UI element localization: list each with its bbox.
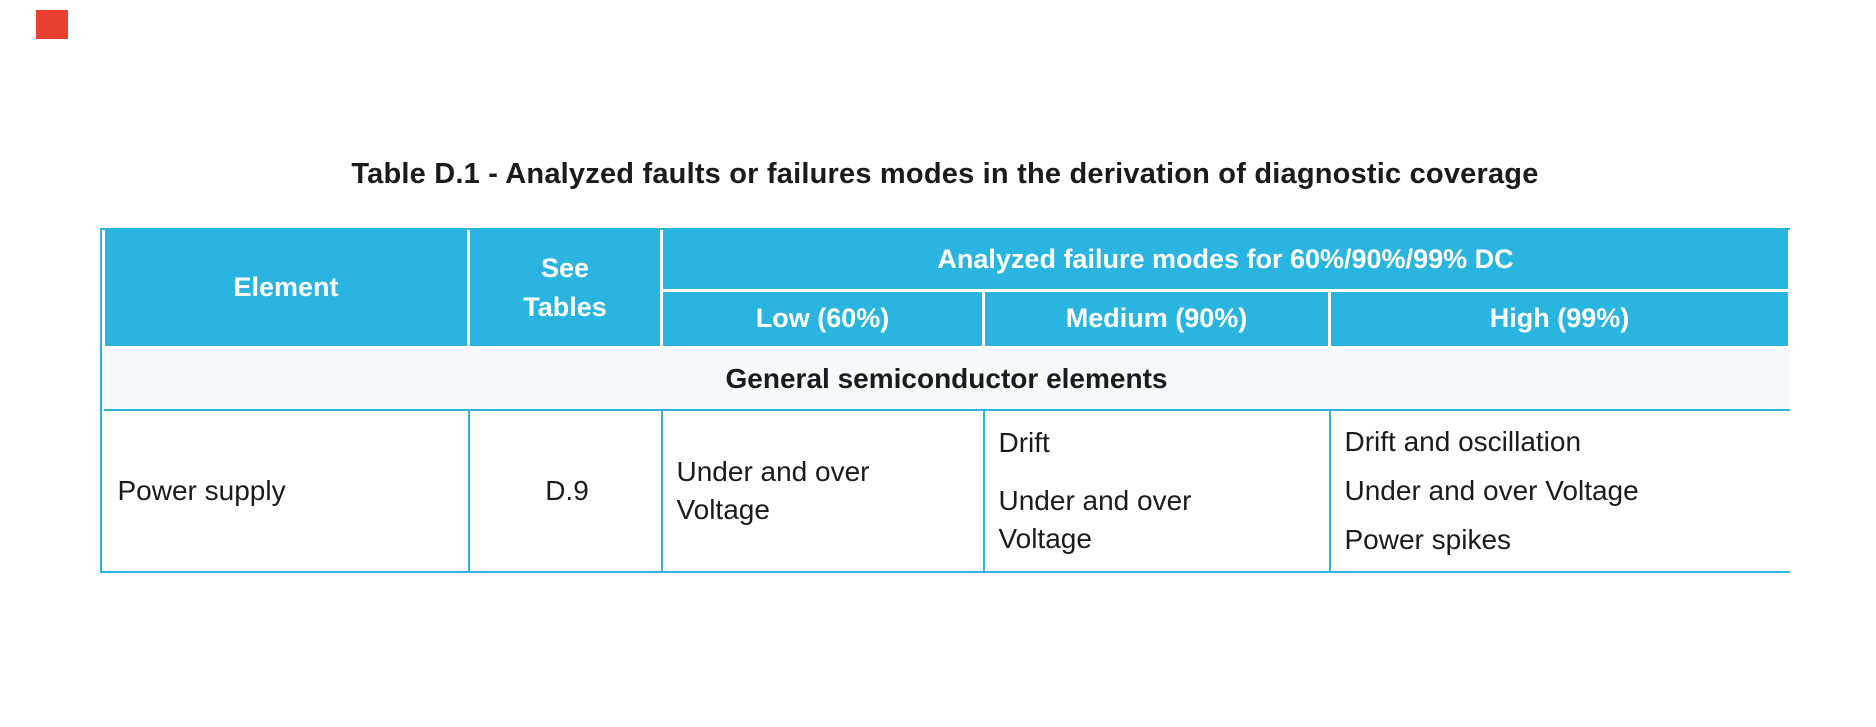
- low-item: Under and over Voltage: [676, 456, 870, 525]
- header-low: Low (60%): [660, 288, 985, 349]
- high-item: Power spikes: [1344, 523, 1512, 555]
- cell-element: Power supply: [103, 409, 470, 571]
- header-medium: Medium (90%): [982, 288, 1331, 349]
- high-item: Drift and oscillation: [1344, 426, 1582, 458]
- failure-modes-table: Element See Tables Analyzed failure mode…: [100, 228, 1792, 573]
- header-high: High (99%): [1327, 288, 1792, 349]
- high-item: Under and over Voltage: [1344, 475, 1639, 507]
- section-general-semiconductor: General semiconductor elements: [103, 346, 1790, 411]
- medium-item: Drift: [998, 427, 1050, 459]
- red-marker: [36, 10, 68, 39]
- header-element: Element: [102, 230, 470, 349]
- cell-medium: Drift Under and over Voltage: [982, 409, 1331, 571]
- header-see-tables-label: See Tables: [523, 252, 607, 322]
- cell-high: Drift and oscillation Under and over Vol…: [1328, 409, 1790, 571]
- header-see-tables: See Tables: [467, 230, 663, 349]
- header-analyzed-failure-modes: Analyzed failure modes for 60%/90%/99% D…: [659, 230, 1792, 292]
- table-caption: Table D.1 - Analyzed faults or failures …: [351, 158, 1539, 190]
- cell-low: Under and over Voltage: [660, 409, 985, 571]
- cell-see-tables: D.9: [467, 409, 663, 571]
- table-row: Power supply D.9 Under and over Voltage …: [103, 409, 1790, 571]
- medium-item: Under and over Voltage: [998, 485, 1192, 554]
